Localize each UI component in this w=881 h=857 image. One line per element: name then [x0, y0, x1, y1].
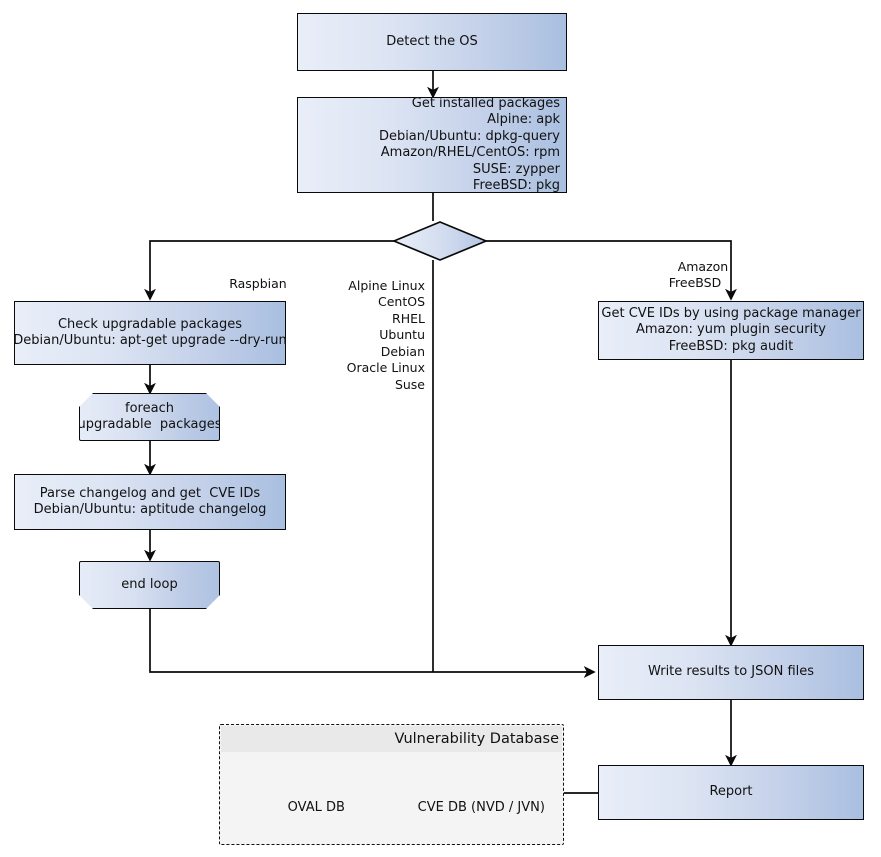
node-foreach-loop-label: foreach upgradable packages: [77, 400, 222, 432]
edge-endloop-to-write: [149, 609, 596, 678]
group-header-band: [221, 726, 562, 752]
node-parse-changelog[interactable]: Parse changelog and get CVE IDs Debian/U…: [14, 474, 286, 530]
node-report-label: Report: [709, 784, 753, 800]
node-foreach-loop[interactable]: foreach upgradable packages: [79, 393, 220, 441]
edge-label-raspbian-text: Raspbian: [229, 275, 287, 291]
node-check-upgradable-packages-label: Check upgradable packages Debian/Ubuntu:…: [13, 316, 287, 349]
node-end-loop-label: end loop: [121, 576, 178, 592]
edge-label-center-os-list: Alpine Linux CentOS RHEL Ubuntu Debian O…: [280, 261, 425, 410]
edge-label-raspbian: Raspbian: [155, 259, 345, 309]
node-detect-os-label: Detect the OS: [386, 33, 478, 49]
node-get-installed-packages[interactable]: Get installed packages Alpine: apk Debia…: [297, 95, 567, 194]
node-get-installed-packages-label: Get installed packages Alpine: apk Debia…: [378, 95, 560, 194]
group-vulnerability-database: Vulnerability Database: [219, 724, 564, 845]
node-end-loop[interactable]: end loop: [79, 561, 220, 609]
node-parse-changelog-label: Parse changelog and get CVE IDs Debian/U…: [33, 485, 267, 518]
edge-label-center-os-list-text: Alpine Linux CentOS RHEL Ubuntu Debian O…: [346, 277, 425, 392]
node-report[interactable]: Report: [598, 765, 864, 820]
edge-label-amazon-freebsd-text: Amazon FreeBSD: [668, 258, 729, 291]
node-write-results[interactable]: Write results to JSON files: [598, 645, 864, 700]
group-title-label: Vulnerability Database: [394, 731, 559, 747]
node-detect-os[interactable]: Detect the OS: [297, 13, 567, 71]
decision-diamond: [391, 221, 489, 261]
node-get-cve-ids-label: Get CVE IDs by using package manager Ama…: [601, 305, 861, 354]
node-write-results-label: Write results to JSON files: [647, 664, 815, 680]
node-check-upgradable-packages[interactable]: Check upgradable packages Debian/Ubuntu:…: [13, 301, 287, 365]
edge-label-amazon-freebsd: Amazon FreeBSD: [620, 242, 770, 308]
node-get-cve-ids[interactable]: Get CVE IDs by using package manager Ama…: [598, 301, 864, 360]
